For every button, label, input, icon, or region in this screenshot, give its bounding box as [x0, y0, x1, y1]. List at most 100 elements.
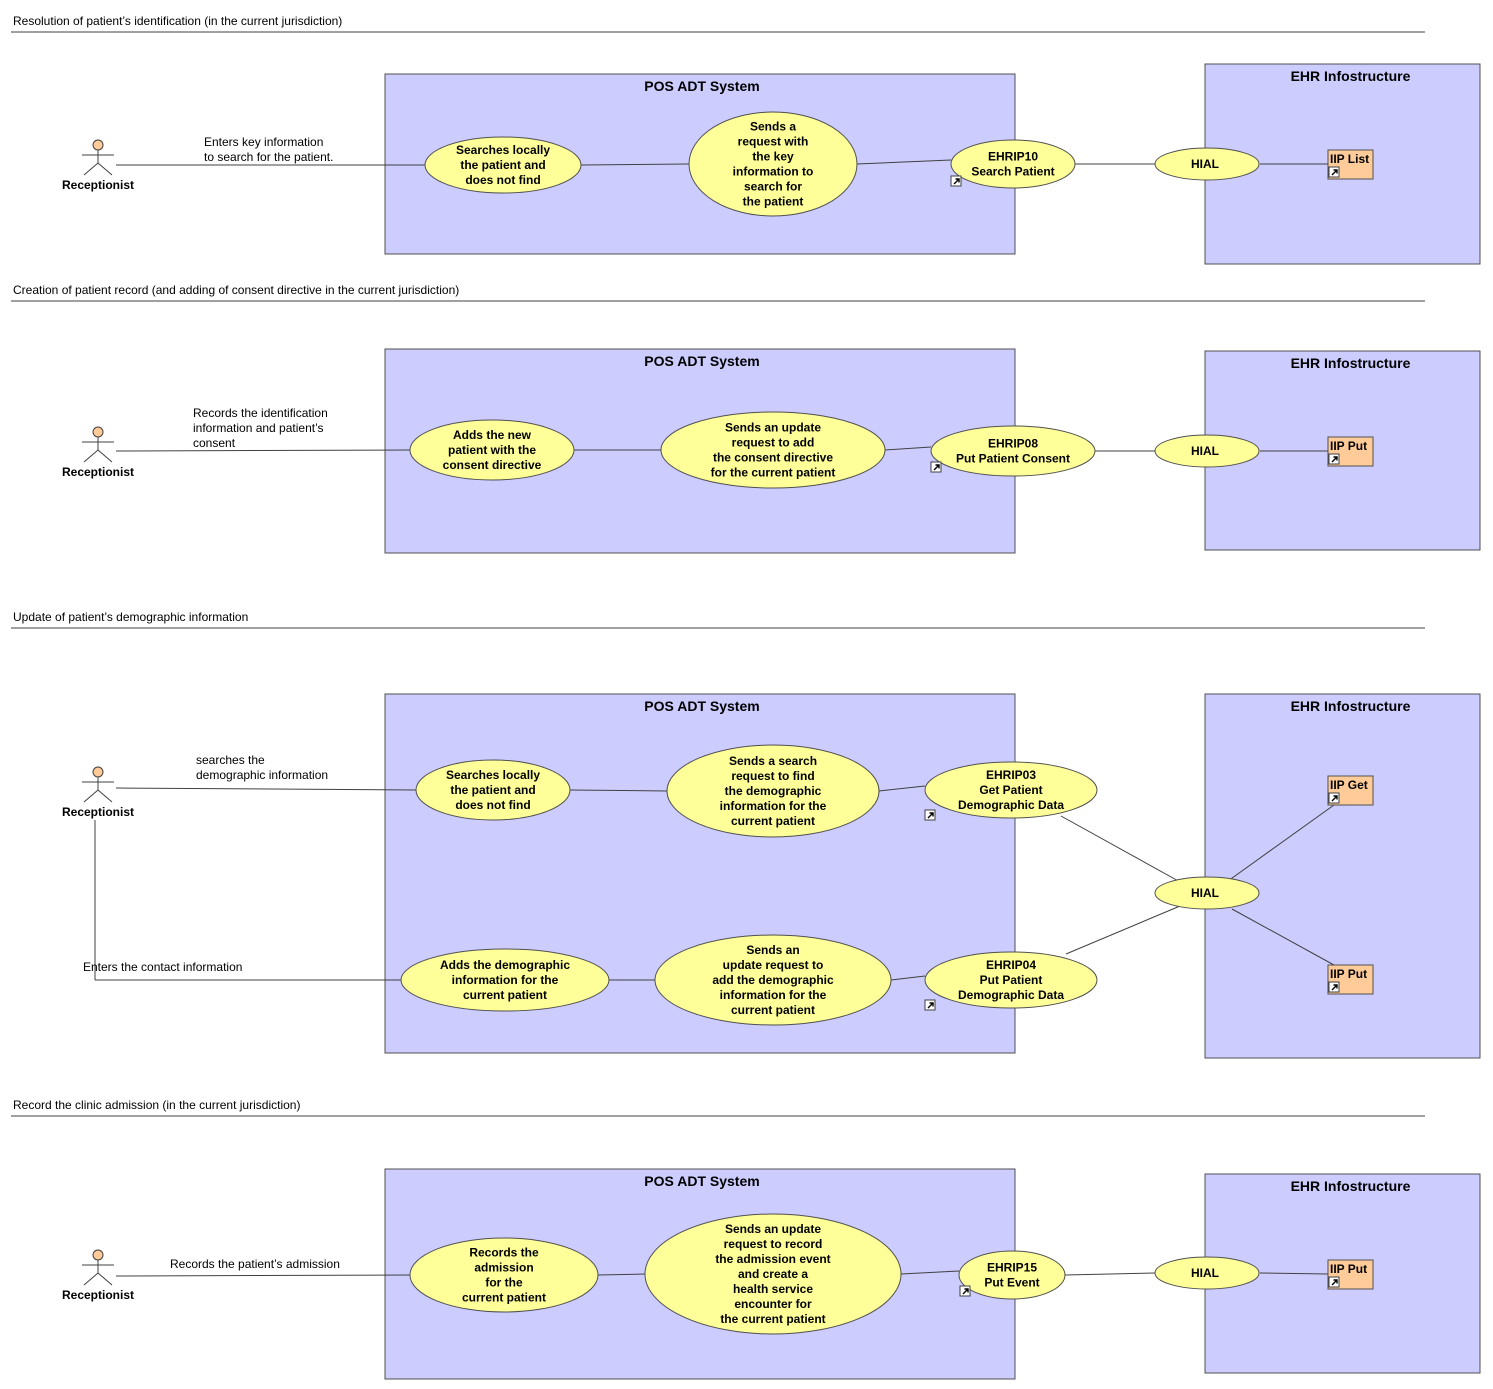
link-icon[interactable] — [1328, 453, 1340, 465]
local-use-case-label: for the — [485, 1276, 523, 1290]
pos-adt-system-title: POS ADT System — [644, 1173, 759, 1189]
ehrip-interaction-label: EHRIP15 — [987, 1261, 1037, 1275]
iip-component[interactable]: IIP List — [1327, 149, 1374, 180]
receptionist-actor[interactable]: Receptionist — [62, 1249, 134, 1302]
local-use-case-label: Adds the demographic — [440, 958, 570, 972]
ehr-infostructure-title: EHR Infostructure — [1291, 1178, 1411, 1194]
link-icon[interactable] — [1328, 792, 1340, 804]
local-use-case-label: Searches locally — [456, 143, 550, 157]
iip-label: IIP Put — [1330, 439, 1367, 453]
actor-head-icon — [92, 139, 104, 151]
iip-component[interactable]: IIP Put — [1327, 436, 1374, 467]
ehr-infostructure-title: EHR Infostructure — [1291, 68, 1411, 84]
receptionist-actor[interactable]: Receptionist — [62, 139, 134, 192]
ehrip-interaction-label: Demographic Data — [958, 798, 1064, 812]
link-icon[interactable] — [1328, 981, 1340, 993]
local-use-case-label: Records the — [469, 1246, 539, 1260]
request-use-case-label: add the demographic — [712, 973, 834, 987]
iip-label: IIP Get — [1330, 778, 1368, 792]
hial-use-case[interactable]: HIAL — [1154, 876, 1260, 910]
ehrip-interaction-label: Demographic Data — [958, 988, 1064, 1002]
local-use-case-label: current patient — [462, 1291, 546, 1305]
receptionist-actor[interactable]: Receptionist — [62, 766, 134, 819]
local-use-case-label: information for the — [452, 973, 559, 987]
ehrip-interaction-label: EHRIP08 — [988, 437, 1038, 451]
ehrip-interaction-label: EHRIP04 — [986, 958, 1036, 972]
hial-label: HIAL — [1191, 886, 1219, 900]
ehr-infostructure-title: EHR Infostructure — [1291, 355, 1411, 371]
section-4: Record the clinic admission (in the curr… — [11, 1098, 1481, 1380]
receptionist-actor[interactable]: Receptionist — [62, 426, 134, 479]
association-label: Records the patient’s admission — [170, 1257, 340, 1271]
request-use-case-label: health service — [733, 1282, 813, 1296]
actor-figure-icon — [82, 437, 114, 463]
ehr-infostructure-title: EHR Infostructure — [1291, 698, 1411, 714]
link-icon[interactable] — [924, 999, 936, 1011]
hial-use-case[interactable]: HIAL — [1154, 147, 1260, 181]
actor-name: Receptionist — [62, 465, 134, 479]
link-icon[interactable] — [1328, 1276, 1340, 1288]
request-use-case-label: information for the — [720, 988, 827, 1002]
request-use-case-label: for the current patient — [711, 466, 836, 480]
local-use-case-label: the patient and — [450, 783, 535, 797]
request-use-case-label: Sends a search — [729, 754, 817, 768]
actor-figure-icon — [82, 1260, 114, 1286]
iip-label: IIP List — [1330, 152, 1369, 166]
hial-label: HIAL — [1191, 1266, 1219, 1280]
actor-figure-icon — [82, 777, 114, 803]
request-use-case-label: the key — [752, 150, 794, 164]
hial-label: HIAL — [1191, 444, 1219, 458]
iip-component[interactable]: IIP Get — [1327, 775, 1374, 806]
association-label: searches the — [196, 753, 265, 767]
local-use-case-label: patient with the — [448, 443, 536, 457]
link-icon[interactable] — [924, 809, 936, 821]
local-use-case-label: does not find — [455, 798, 530, 812]
hial-use-case[interactable]: HIAL — [1154, 1256, 1260, 1290]
ehr-infostructure-box[interactable]: EHR Infostructure — [1204, 693, 1481, 1059]
link-icon[interactable] — [959, 1285, 971, 1297]
local-use-case-label: consent directive — [443, 458, 542, 472]
ehrip-interaction-label: Put Event — [984, 1276, 1039, 1290]
association-label: consent — [193, 436, 236, 450]
link-icon[interactable] — [1328, 166, 1340, 178]
section-3: Update of patient’s demographic informat… — [11, 610, 1481, 1059]
section-1: Resolution of patient’s identification (… — [11, 14, 1481, 265]
request-use-case-label: update request to — [723, 958, 824, 972]
local-use-case-label: does not find — [465, 173, 540, 187]
link-icon[interactable] — [930, 461, 942, 473]
section-title: Record the clinic admission (in the curr… — [13, 1098, 300, 1112]
request-use-case-label: information to — [733, 165, 814, 179]
request-use-case-label: Sends an update — [725, 1222, 821, 1236]
request-use-case-label: search for — [744, 180, 802, 194]
ehrip-interaction-label: Put Patient Consent — [956, 452, 1070, 466]
section-title: Creation of patient record (and adding o… — [13, 283, 459, 297]
request-use-case-label: Sends an update — [725, 421, 821, 435]
hial-use-case[interactable]: HIAL — [1154, 434, 1260, 468]
iip-component[interactable]: IIP Put — [1327, 964, 1374, 995]
iip-component[interactable]: IIP Put — [1327, 1259, 1374, 1290]
request-use-case-label: information for the — [720, 799, 827, 813]
link-icon[interactable] — [950, 175, 962, 187]
association-label: Enters key information — [204, 135, 323, 149]
request-use-case-label: the patient — [743, 195, 804, 209]
